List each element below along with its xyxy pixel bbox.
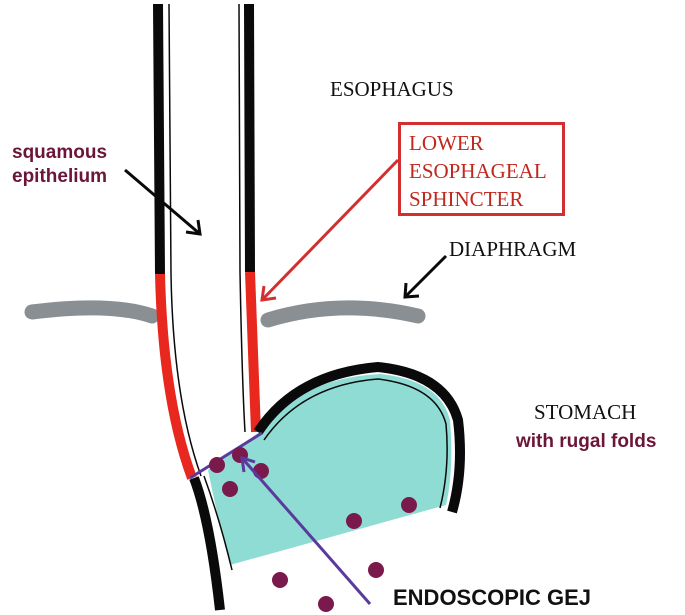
squamous-label-line1: squamous [12,142,108,163]
diaphragm-label: DIAPHRAGM [449,237,577,261]
esophagus-left-wall-squamous [153,3,165,275]
rugal-fold-dot [253,463,269,479]
les-label-line3: SPHINCTER [409,187,524,211]
rugal-fold-dot [272,572,288,588]
rugal-fold-dot [401,497,417,513]
squamous-label-line2: epithelium [12,166,108,187]
diaphragm-right [260,300,426,328]
diaphragm-left [24,300,160,324]
stomach-inner-line [263,378,448,509]
gej-arrow [240,455,372,605]
rugal-folds-label: with rugal folds [516,431,657,452]
esophagus-right-wall-sphincter [245,271,261,433]
diaphragm-arrow [403,254,448,299]
stomach-greater-curvature-wall [253,361,465,514]
rugal-fold-dot [209,457,225,473]
lower-esophageal-sphincter-label-box: LOWER ESOPHAGEAL SPHINCTER [398,122,565,216]
les-arrow [260,158,400,302]
esophagus-label: ESOPHAGUS [330,77,454,101]
rugal-folds [209,447,417,612]
endoscopic-gej-label: ENDOSCOPIC GEJ [393,585,592,610]
esophagus-right-wall-squamous [244,3,255,273]
rugal-fold-dot [346,513,362,529]
les-label-line1: LOWER [409,131,484,155]
squamous-epithelium-label: squamous epithelium [12,141,107,189]
stomach-label: STOMACH [534,400,637,424]
les-label-line2: ESOPHAGEAL [409,159,547,183]
esophagus-left-wall-inner-line [168,3,202,477]
esophagus-right-wall-inner-line [238,3,246,433]
gej-boundary-line [189,431,263,480]
rugal-fold-dot [368,562,384,578]
stomach-lesser-inner-line [203,475,233,571]
esophagus-left-wall-sphincter [155,273,197,480]
rugal-fold-dot [222,481,238,497]
rugal-fold-dot [318,596,334,612]
squamous-arrow [124,168,202,236]
stomach-lesser-curvature-wall [189,476,225,611]
